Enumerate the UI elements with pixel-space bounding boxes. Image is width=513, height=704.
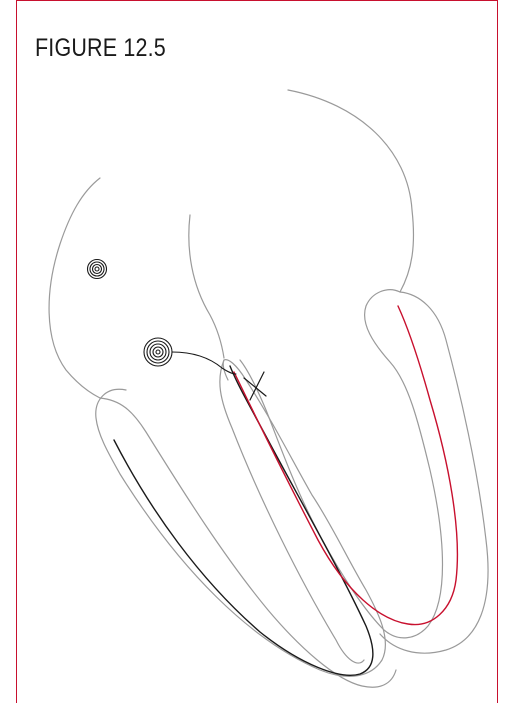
left-lower-outer-band [100, 398, 396, 687]
septum-outline [189, 215, 224, 358]
right-atrium-outline [288, 90, 414, 292]
right-bundle-branch-path [234, 306, 457, 625]
left-bundle-branch-path [114, 366, 373, 675]
lower-spiral-node-icon [144, 338, 172, 366]
heart-outline [49, 90, 488, 687]
conduction-lead-line [172, 352, 236, 374]
left-bundle-outline [220, 360, 364, 663]
left-ventricle-outline [96, 360, 386, 677]
left-atrium-outline [49, 178, 100, 398]
right-ventricle-outer-band [380, 292, 488, 653]
upper-spiral-node-icon [88, 260, 107, 279]
